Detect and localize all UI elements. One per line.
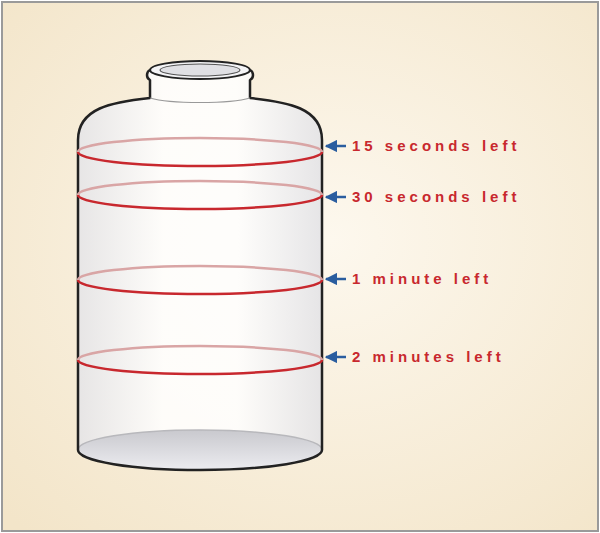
bottle-bottom-back [78, 430, 322, 450]
bottle-bottom-edge [78, 450, 322, 470]
bottle-glass [78, 70, 322, 450]
time-label: 2 minutes left [352, 348, 505, 366]
bottle-bottom [78, 430, 322, 470]
neck-base [150, 98, 250, 103]
ring-back [78, 138, 322, 360]
ring-front [78, 152, 322, 374]
bottle-outline [78, 70, 150, 450]
bottle-mouth-inner [160, 64, 240, 76]
time-label: 1 minute left [352, 270, 492, 288]
time-label: 15 seconds left [352, 137, 520, 155]
bottle-outline [250, 70, 322, 450]
time-label: 30 seconds left [352, 188, 520, 206]
pointer-arrow [326, 146, 346, 357]
bottle-mouth [150, 61, 250, 79]
